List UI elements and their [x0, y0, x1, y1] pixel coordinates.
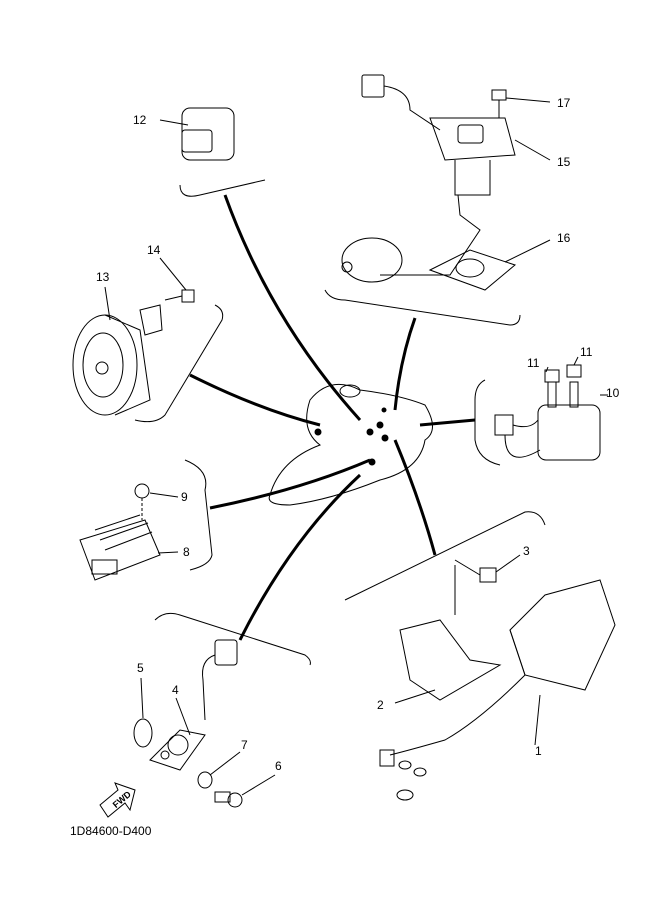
motorcycle-outline	[268, 383, 433, 506]
part-5-o-ring	[133, 677, 153, 748]
part-9-screw	[134, 483, 179, 520]
part-1-cdi-unit	[379, 579, 616, 801]
part-label-17: 17	[557, 96, 571, 110]
part-label-14: 14	[147, 243, 161, 257]
part-13-horn	[72, 286, 163, 416]
connector-lines	[189, 194, 476, 641]
part-2-bracket	[394, 559, 502, 704]
part-10-starter-relay	[494, 356, 608, 461]
part-label-3: 3	[523, 544, 530, 558]
part-6-screw	[214, 774, 276, 808]
part-16-gasket	[428, 239, 551, 291]
part-label-11b: 11	[580, 345, 593, 359]
part-4-neutral-switch	[149, 639, 238, 771]
part-label-7: 7	[241, 738, 248, 752]
part-label-5: 5	[137, 661, 144, 675]
fwd-label: FWD	[111, 789, 134, 810]
part-label-6: 6	[275, 759, 282, 773]
part-label-9: 9	[181, 490, 188, 504]
part-label-4: 4	[172, 683, 179, 697]
part-label-8: 8	[183, 545, 190, 559]
part-12-relay	[159, 107, 235, 161]
part-15-fuel-sender	[341, 74, 551, 283]
fwd-arrow-icon	[99, 782, 136, 818]
callout-frames	[134, 179, 546, 666]
part-label-16: 16	[557, 231, 571, 245]
part-label-1: 1	[535, 744, 542, 758]
part-label-15: 15	[557, 155, 571, 169]
diagram-code: 1D84600-D400	[70, 824, 152, 838]
part-7-washer	[197, 751, 241, 789]
part-label-11a: 11	[527, 356, 540, 370]
part-label-10: 10	[606, 386, 620, 400]
part-3-bolt	[479, 554, 521, 583]
part-14-bolt	[159, 257, 195, 303]
part-8-rectifier	[79, 514, 179, 581]
part-label-13: 13	[96, 270, 110, 284]
part-label-2: 2	[377, 698, 384, 712]
part-label-12: 12	[133, 113, 147, 127]
part-17-screw	[491, 89, 551, 118]
